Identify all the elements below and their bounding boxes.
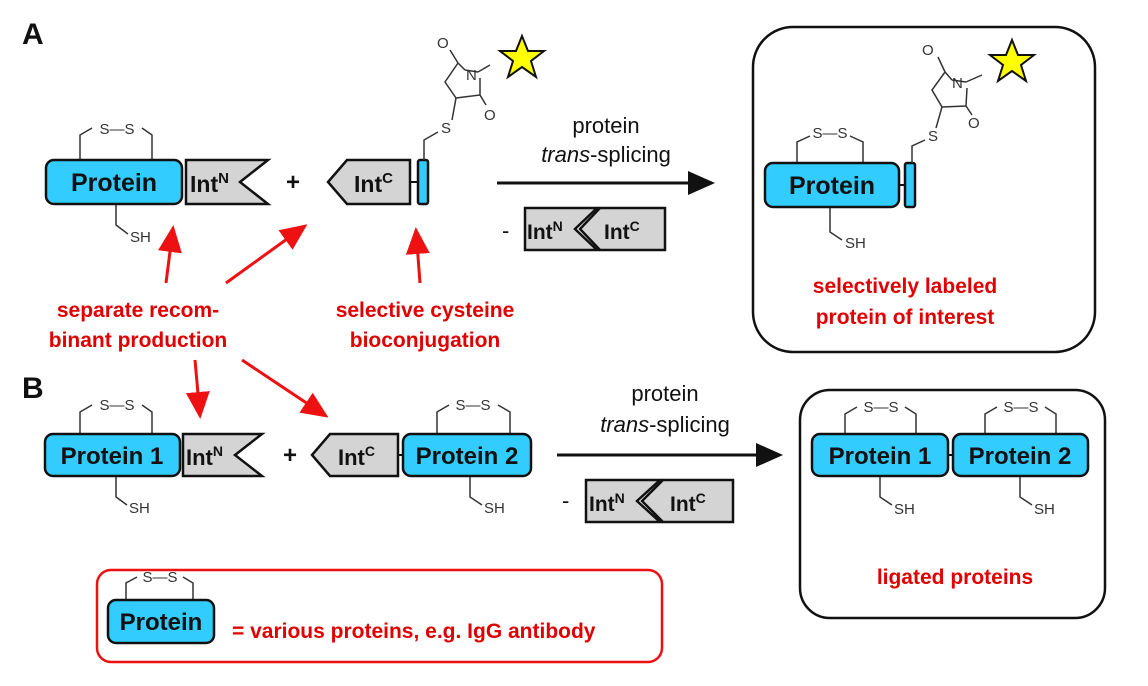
protein-label: Protein <box>71 169 157 197</box>
reaction-label-line2: trans-splicing <box>600 412 730 437</box>
thiol-label: SH <box>1034 501 1055 518</box>
protein-with-intn: S—S SH Protein IntN <box>44 121 272 246</box>
protein1-label: Protein 1 <box>61 443 164 470</box>
byproduct-intn: IntN <box>589 490 625 516</box>
annotation-conjugation-2: bioconjugation <box>350 329 500 352</box>
nitrogen-label: N <box>466 67 477 84</box>
protein2-label: Protein 2 <box>969 443 1072 470</box>
fluorophore-star-icon <box>499 35 545 78</box>
annotation-production-2: binant production <box>49 329 227 352</box>
legend-text: = various proteins, e.g. IgG antibody <box>232 620 596 643</box>
annotations: separate recom- binant production select… <box>49 224 515 419</box>
disulfide-label: S—S <box>142 569 177 586</box>
byproduct-intc: IntC <box>670 490 706 516</box>
reaction-label-line1: protein <box>572 113 639 138</box>
minus-sign: - <box>562 488 569 513</box>
annotation-production-1: separate recom- <box>57 299 219 322</box>
oxygen-label: O <box>922 42 934 59</box>
oxygen-label: O <box>437 35 449 52</box>
intn-label: IntN <box>190 170 229 197</box>
disulfide-label: S—S <box>812 125 847 142</box>
oxygen-label: O <box>968 115 980 132</box>
disulfide-label: S—S <box>99 121 134 138</box>
oxygen-label: O <box>484 107 496 124</box>
result-b-line1: ligated proteins <box>877 566 1033 589</box>
thiol-label: SH <box>130 229 151 246</box>
panel-label-b: B <box>22 372 44 405</box>
thiol-label: SH <box>894 501 915 518</box>
panel-label-a: A <box>22 18 44 51</box>
disulfide-label: S—S <box>455 397 490 414</box>
reaction-arrow-a: protein trans-splicing - IntN IntC <box>497 113 715 252</box>
protein2-label: Protein 2 <box>416 443 519 470</box>
reaction-label-line1: protein <box>631 381 698 406</box>
result-a-line1: selectively labeled <box>813 275 997 298</box>
result-a-line2: protein of interest <box>816 306 995 329</box>
sulfur-label: S <box>441 120 451 137</box>
thiol-label: SH <box>129 500 150 517</box>
minus-sign: - <box>502 218 509 243</box>
sulfur-label: S <box>928 128 938 145</box>
protein1-with-intn: S—S SH Protein 1 IntN <box>43 397 266 517</box>
byproduct-intc: IntC <box>604 218 640 244</box>
intc-label: IntC <box>338 443 375 470</box>
legend-box: S—S Protein = various proteins, e.g. IgG… <box>95 568 664 664</box>
disulfide-label: S—S <box>99 397 134 414</box>
result-box-b: S—S SH Protein 1 S—S SH Protein 2 ligate… <box>798 388 1107 620</box>
protein-label: Protein <box>789 172 875 200</box>
intc-with-protein2: IntC S—S SH Protein 2 <box>310 397 533 517</box>
disulfide-label: S—S <box>1003 399 1038 416</box>
annotation-conjugation-1: selective cysteine <box>336 299 515 322</box>
intn-label: IntN <box>186 443 223 470</box>
reaction-arrow-b: protein trans-splicing - IntN IntC <box>557 381 783 524</box>
reaction-label-line2: trans-splicing <box>541 142 671 167</box>
byproduct-intn: IntN <box>527 218 563 244</box>
nitrogen-label: N <box>952 75 963 92</box>
thiol-label: SH <box>484 500 505 517</box>
result-box-a: S—S SH Protein S O N O selectively label… <box>751 25 1097 354</box>
plus-sign: + <box>286 169 300 196</box>
intc-with-label: IntC S O N O <box>326 35 545 206</box>
plus-sign: + <box>283 442 297 469</box>
intc-label: IntC <box>354 170 393 197</box>
legend-protein-label: Protein <box>120 609 203 636</box>
protein1-label: Protein 1 <box>829 443 932 470</box>
disulfide-label: S—S <box>863 399 898 416</box>
thiol-label: SH <box>845 235 866 252</box>
